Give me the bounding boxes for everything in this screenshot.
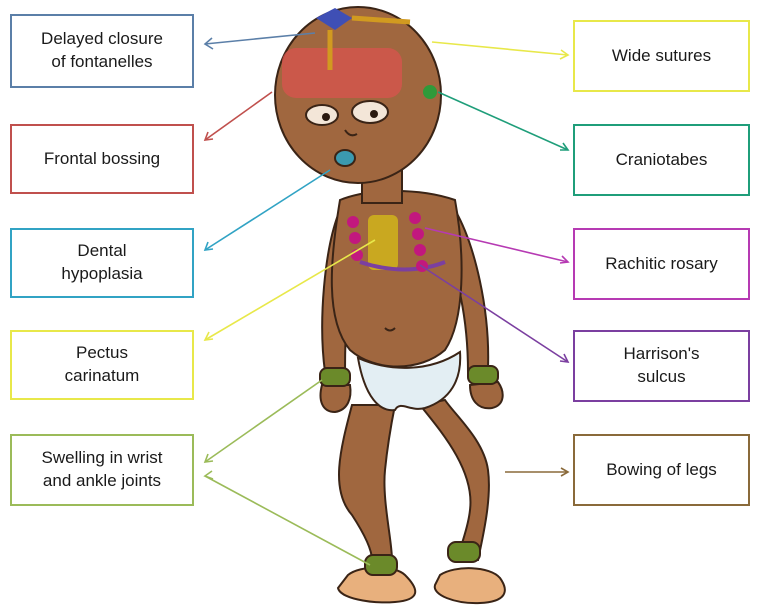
arrow-wrist <box>205 380 322 462</box>
right-hand <box>470 382 503 408</box>
right-leg <box>420 400 489 560</box>
left-wrist-swelling <box>320 368 350 386</box>
right-wrist-swelling <box>468 366 498 384</box>
label-swelling-wrist-ankle: Swelling in wrist and ankle joints <box>10 434 194 506</box>
label-frontal-bossing: Frontal bossing <box>10 124 194 194</box>
left-leg <box>339 405 395 560</box>
arrow-frontal <box>205 92 272 140</box>
left-hand <box>321 385 351 412</box>
label-wide-sutures: Wide sutures <box>573 20 750 92</box>
right-ankle-swelling <box>448 542 480 562</box>
label-bowing-of-legs: Bowing of legs <box>573 434 750 506</box>
label-craniotabes: Craniotabes <box>573 124 750 196</box>
arrow-sutures <box>432 42 568 55</box>
label-delayed-fontanelle-closure: Delayed closure of fontanelles <box>10 14 194 88</box>
label-dental-hypoplasia: Dental hypoplasia <box>10 228 194 298</box>
sternum-highlight <box>368 215 398 270</box>
craniotabes-spot <box>423 85 437 99</box>
arrow-dental <box>205 170 330 250</box>
arrow-craniotabes <box>438 92 568 150</box>
label-pectus-carinatum: Pectus carinatum <box>10 330 194 400</box>
right-foot <box>435 568 505 603</box>
frontal-bossing-highlight <box>282 48 402 98</box>
label-rachitic-rosary: Rachitic rosary <box>573 228 750 300</box>
mouth-dental-hypoplasia <box>335 150 355 166</box>
label-harrisons-sulcus: Harrison's sulcus <box>573 330 750 402</box>
